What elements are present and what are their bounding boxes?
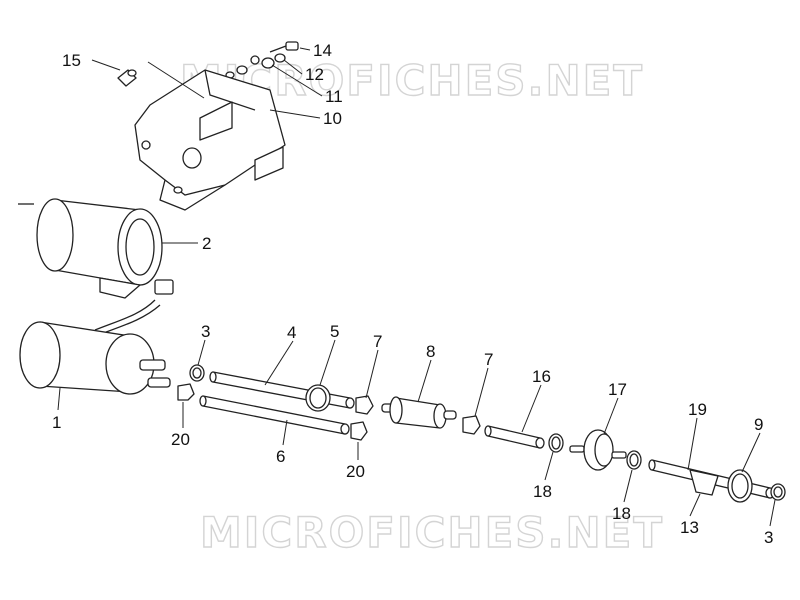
part-7-fitting-right (462, 415, 481, 435)
part-washer-small (236, 65, 248, 75)
watermark-bottom: MICROFICHES.NET (200, 508, 664, 557)
label-15: 15 (62, 51, 81, 70)
part-9-ring-clamp (727, 469, 753, 503)
label-1: 1 (52, 413, 61, 432)
part-17-valve (569, 429, 627, 471)
label-3-left: 3 (201, 322, 210, 341)
label-11: 11 (325, 87, 343, 106)
part-18-clamp-left (548, 433, 564, 453)
part-10-bracket (134, 69, 286, 211)
label-4: 4 (287, 323, 296, 342)
label-3-right: 3 (764, 528, 773, 547)
part-5-clip (305, 384, 331, 412)
part-16-hose (484, 425, 545, 449)
part-1-fuel-pump (19, 321, 171, 395)
part-6-hose (199, 395, 350, 435)
part-2-pump-sleeve (18, 198, 163, 299)
part-13-clip (689, 469, 719, 496)
label-12: 12 (305, 65, 324, 84)
part-11-washer (261, 57, 275, 69)
part-3-clamp-left (189, 364, 205, 382)
label-8: 8 (426, 342, 435, 361)
label-17: 17 (608, 380, 627, 399)
label-10: 10 (323, 109, 342, 128)
label-20-right: 20 (346, 462, 365, 481)
label-18-left: 18 (533, 482, 552, 501)
part-7-fitting-left (355, 395, 374, 415)
label-18-right: 18 (612, 504, 631, 523)
part-15-pin (117, 69, 137, 87)
part-14-bolt (269, 41, 299, 53)
wire-harness (94, 279, 174, 336)
leader-lines (57, 47, 776, 527)
part-18-clamp-right (626, 450, 642, 470)
part-nut (250, 55, 260, 65)
label-5: 5 (330, 322, 339, 341)
label-7-right: 7 (484, 350, 493, 369)
part-20-cap-left (177, 383, 195, 401)
part-labels: 15 14 12 11 10 2 3 4 5 7 8 7 16 17 19 9 … (52, 41, 773, 547)
part-12-washer (274, 53, 286, 63)
label-7-left: 7 (373, 332, 382, 351)
label-2: 2 (202, 234, 211, 253)
part-8-filter (381, 396, 457, 429)
label-6: 6 (276, 447, 285, 466)
label-13: 13 (680, 518, 699, 537)
label-16: 16 (532, 367, 551, 386)
label-20-left: 20 (171, 430, 190, 449)
label-9: 9 (754, 415, 763, 434)
label-14: 14 (313, 41, 332, 60)
part-3-clamp-right (770, 483, 786, 501)
part-20-cap-right (350, 421, 368, 441)
label-19: 19 (688, 400, 707, 419)
